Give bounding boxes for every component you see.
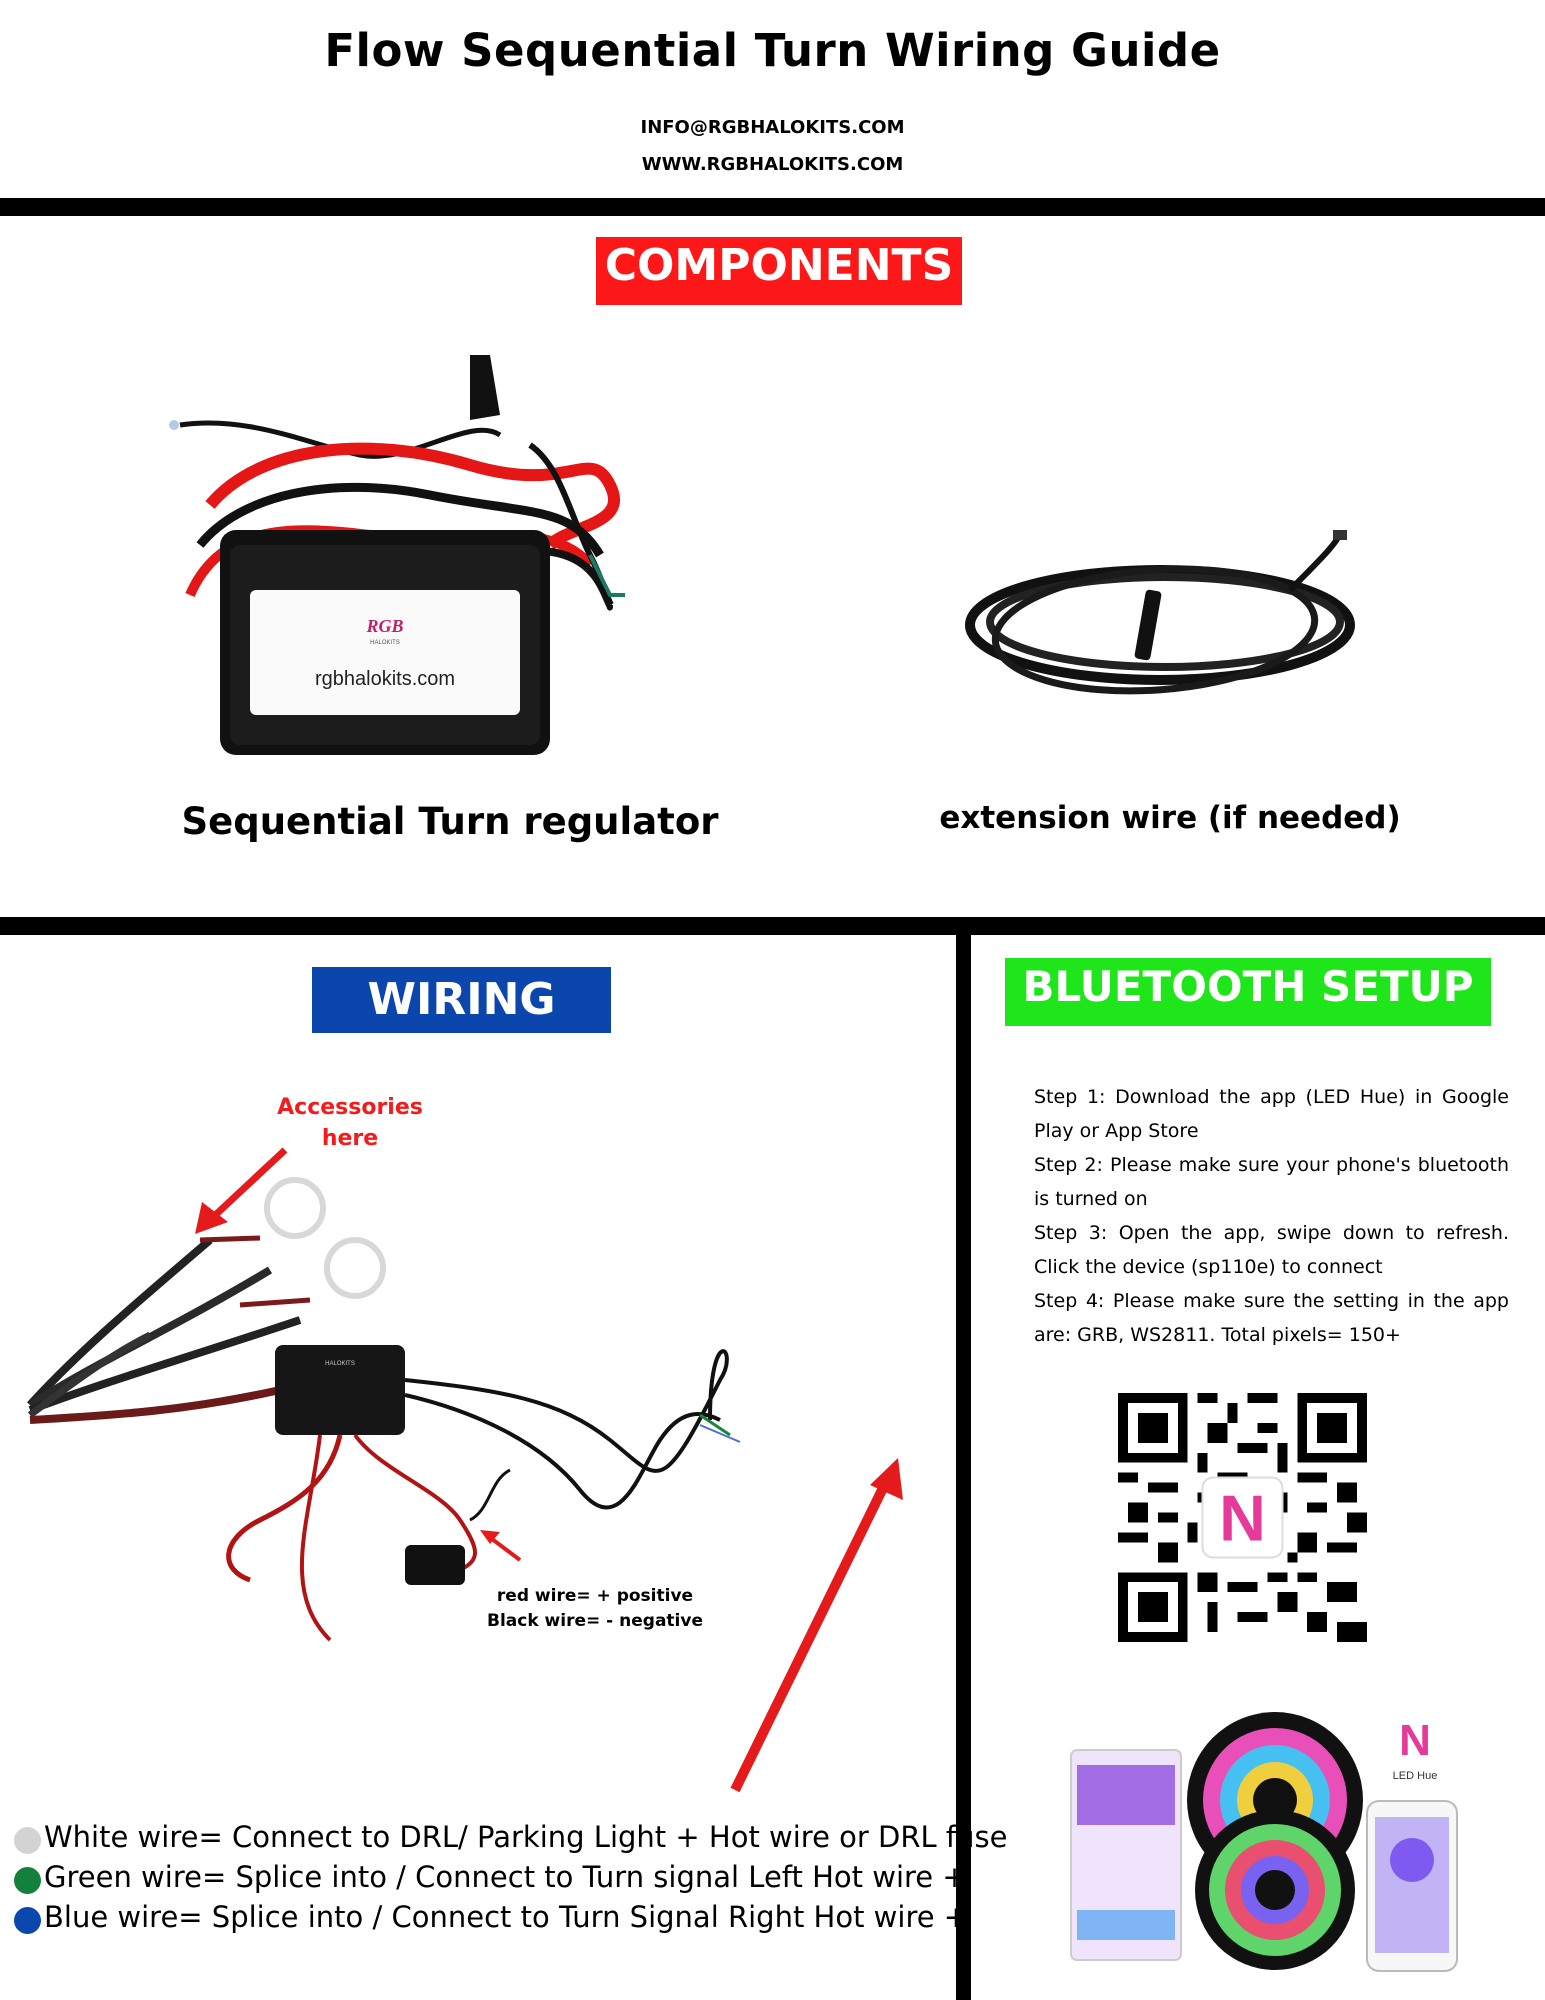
components-heading: COMPONENTS [596,237,962,305]
white-dot-icon [14,1827,41,1854]
blue-dot-icon [14,1907,41,1934]
black-wire-note: Black wire= - negative [487,1611,703,1631]
app-promo-image: N LED Hue [1070,1712,1458,1972]
extension-wire-label: extension wire (if needed) [939,800,1401,836]
box-brand: RGB [365,616,403,636]
green-dot-icon [14,1867,41,1894]
box-sub: HALOKITS [370,640,400,646]
red-wire-note: red wire= + positive [496,1586,694,1606]
divider-vertical [956,935,971,2000]
legend-row-green: Green wire= Splice into / Connect to Tur… [14,1857,967,1897]
accessories-line-2: here [321,1126,379,1151]
power-wire-note: red wire= + positive Black wire= - negat… [470,1584,720,1634]
qr-code-icon: N [1118,1393,1367,1642]
legend-text-white: White wire= Connect to DRL/ Parking Ligh… [44,1820,1008,1854]
contact-email: INFO@RGBHALOKITS.COM [640,117,905,138]
divider-top [0,198,1545,216]
wiring-heading: WIRING [312,967,611,1033]
wiring-diagram-image: HALOKITS [27,1147,903,1793]
legend-row-white: White wire= Connect to DRL/ Parking Ligh… [14,1817,1007,1857]
legend-text-blue: Blue wire= Splice into / Connect to Turn… [44,1900,969,1934]
extension-wire-image [965,530,1355,695]
step-4: Step 4: Please make sure the setting in … [1034,1290,1509,1346]
app-name-label: LED Hue [1393,1770,1438,1782]
step-3: Step 3: Open the app, swipe down to refr… [1034,1222,1509,1278]
page-title: Flow Sequential Turn Wiring Guide [324,24,1221,77]
accessories-line-1: Accessories [277,1095,423,1120]
module-brand: HALOKITS [325,1361,355,1367]
contact-website: WWW.RGBHALOKITS.COM [641,154,904,175]
bluetooth-steps: Step 1: Download the app (LED Hue) in Go… [1034,1080,1509,1352]
legend-text-green: Green wire= Splice into / Connect to Tur… [44,1860,967,1894]
regulator-image: RGB HALOKITS rgbhalokits.com [169,355,625,755]
svg-text:N: N [1399,1716,1431,1765]
svg-text:N: N [1219,1481,1266,1554]
divider-middle [0,917,1545,935]
accessories-label: Accessories here [270,1092,430,1154]
legend-row-blue: Blue wire= Splice into / Connect to Turn… [14,1897,968,1937]
step-2: Step 2: Please make sure your phone's bl… [1034,1154,1509,1210]
regulator-label: Sequential Turn regulator [181,800,719,843]
box-text: rgbhalokits.com [315,668,455,690]
bluetooth-heading: BLUETOOTH SETUP [1005,958,1491,1026]
step-1: Step 1: Download the app (LED Hue) in Go… [1034,1086,1509,1142]
